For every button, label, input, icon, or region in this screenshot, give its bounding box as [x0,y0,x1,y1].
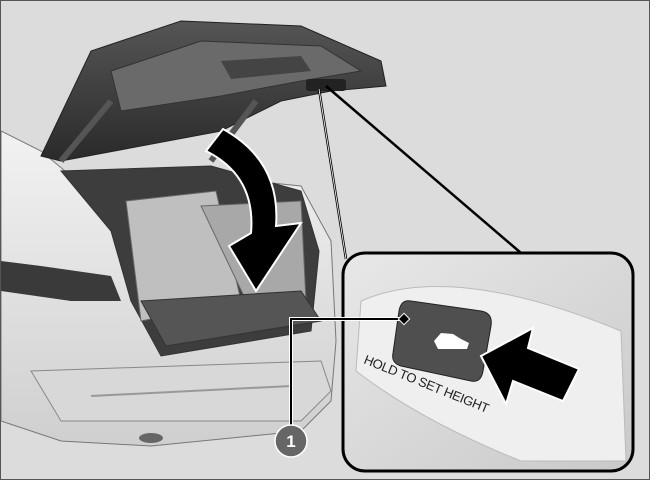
inset-leader-lines [317,85,522,260]
detail-inset: HOLD TO SET HEIGHT [341,251,635,473]
callout-1: 1 [274,312,411,458]
vehicle-rear [1,130,337,447]
tailgate [40,20,387,163]
callout-number: 1 [286,432,295,451]
closing-direction-arrow [204,127,304,293]
press-arrow [479,326,581,407]
tailgate-button-location [306,79,346,91]
tailgate-symbol-icon [434,333,469,349]
